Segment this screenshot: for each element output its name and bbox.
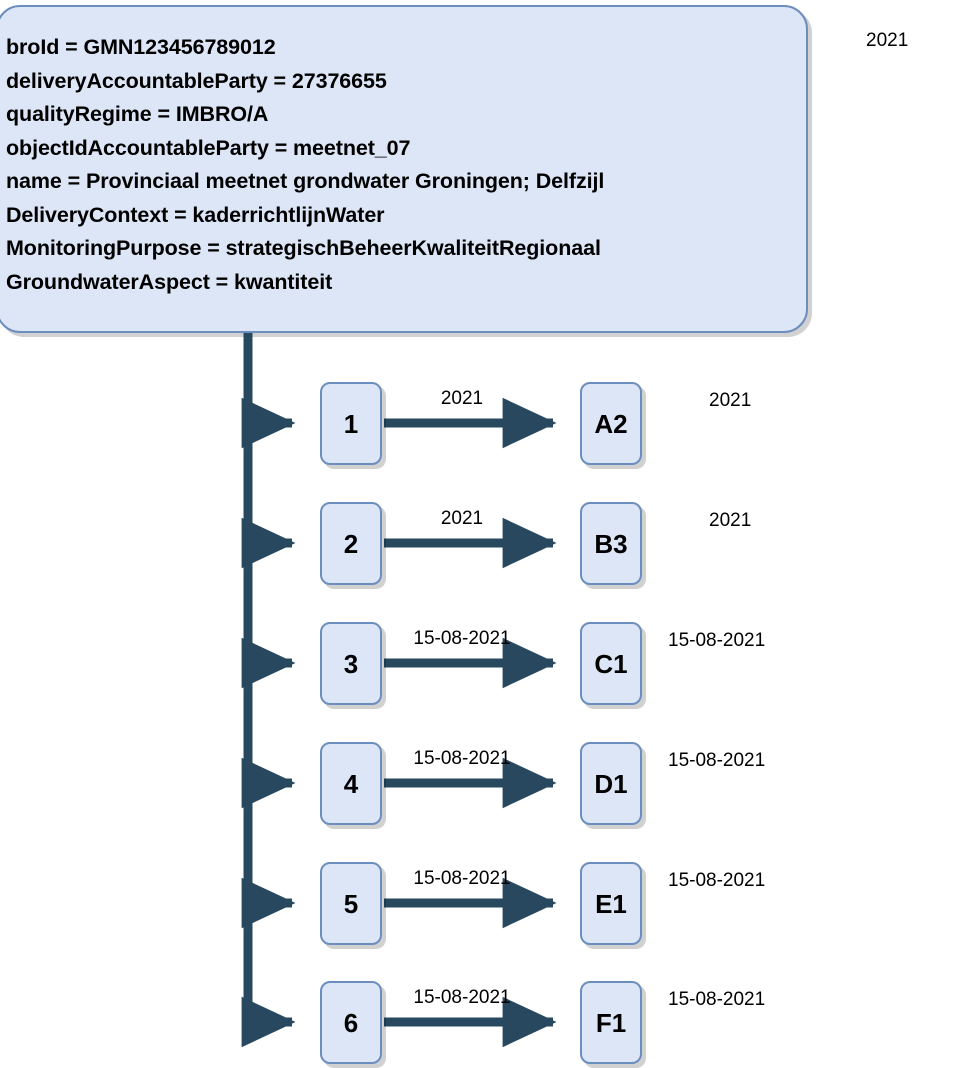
source-node-3-label: 3 bbox=[343, 648, 359, 679]
source-node-6[interactable]: 6 bbox=[320, 981, 382, 1064]
target-node-d1[interactable]: D1 bbox=[580, 742, 642, 825]
target-node-d1-label: D1 bbox=[594, 768, 628, 799]
gmn-attribute-list: broId = GMN123456789012 deliveryAccounta… bbox=[6, 31, 798, 299]
branch-line-3 bbox=[241, 637, 296, 689]
target-node-b3[interactable]: B3 bbox=[580, 502, 642, 585]
edge-label-5: 15-08-2021 bbox=[413, 868, 511, 889]
attribute-line-deliverycontext: DeliveryContext = kaderrichtlijnWater bbox=[6, 202, 385, 227]
edge-label-4: 15-08-2021 bbox=[413, 748, 511, 769]
attribute-line-objectidaccountableparty: objectIdAccountableParty = meetnet_07 bbox=[6, 135, 411, 160]
row-label-4: 15-08-2021 bbox=[668, 750, 766, 771]
edge-label-2: 2021 bbox=[440, 508, 484, 529]
source-node-5[interactable]: 5 bbox=[320, 862, 382, 945]
target-node-b3-label: B3 bbox=[594, 528, 628, 559]
source-node-2[interactable]: 2 bbox=[320, 502, 382, 585]
attribute-line-deliveryaccountableparty: deliveryAccountableParty = 27376655 bbox=[6, 68, 387, 93]
branch-line-1 bbox=[241, 397, 296, 449]
row-label-6: 15-08-2021 bbox=[668, 989, 766, 1010]
source-node-1-label: 1 bbox=[343, 408, 359, 439]
source-node-5-label: 5 bbox=[343, 888, 359, 919]
corner-year-label: 2021 bbox=[866, 30, 909, 51]
target-node-f1[interactable]: F1 bbox=[580, 981, 642, 1064]
attribute-line-monitoringpurpose: MonitoringPurpose = strategischBeheerKwa… bbox=[6, 236, 601, 260]
source-node-3[interactable]: 3 bbox=[320, 622, 382, 705]
target-node-e1-label: E1 bbox=[595, 888, 627, 919]
attribute-line-groundwateraspect: GroundwaterAspect = kwantiteit bbox=[6, 269, 333, 294]
source-node-4[interactable]: 4 bbox=[320, 742, 382, 825]
source-node-1[interactable]: 1 bbox=[320, 382, 382, 465]
target-node-e1[interactable]: E1 bbox=[580, 862, 642, 945]
attribute-line-qualityregime: qualityRegime = IMBRO/A bbox=[6, 102, 269, 126]
target-node-a2-label: A2 bbox=[594, 408, 628, 439]
target-node-f1-label: F1 bbox=[595, 1007, 627, 1038]
target-node-a2[interactable]: A2 bbox=[580, 382, 642, 465]
edge-label-3: 15-08-2021 bbox=[413, 628, 511, 649]
branch-line-4 bbox=[241, 757, 296, 809]
edge-label-6: 15-08-2021 bbox=[413, 987, 511, 1008]
branch-line-2 bbox=[241, 517, 296, 569]
attribute-line-broid: broId = GMN123456789012 bbox=[6, 35, 276, 59]
row-label-5: 15-08-2021 bbox=[668, 870, 766, 891]
target-node-c1[interactable]: C1 bbox=[580, 622, 642, 705]
row-label-1: 2021 bbox=[709, 390, 752, 411]
row-label-3: 15-08-2021 bbox=[668, 630, 766, 651]
source-node-4-label: 4 bbox=[343, 768, 359, 799]
row-label-2: 2021 bbox=[709, 510, 752, 531]
attribute-line-name: name = Provinciaal meetnet grondwater Gr… bbox=[6, 169, 605, 193]
branch-line-5 bbox=[241, 877, 296, 929]
source-node-6-label: 6 bbox=[343, 1007, 359, 1038]
edge-label-1: 2021 bbox=[440, 388, 484, 409]
gmn-attribute-box[interactable]: broId = GMN123456789012 deliveryAccounta… bbox=[0, 5, 808, 333]
trunk-line bbox=[241, 333, 296, 1048]
target-node-c1-label: C1 bbox=[594, 648, 628, 679]
source-node-2-label: 2 bbox=[343, 528, 359, 559]
